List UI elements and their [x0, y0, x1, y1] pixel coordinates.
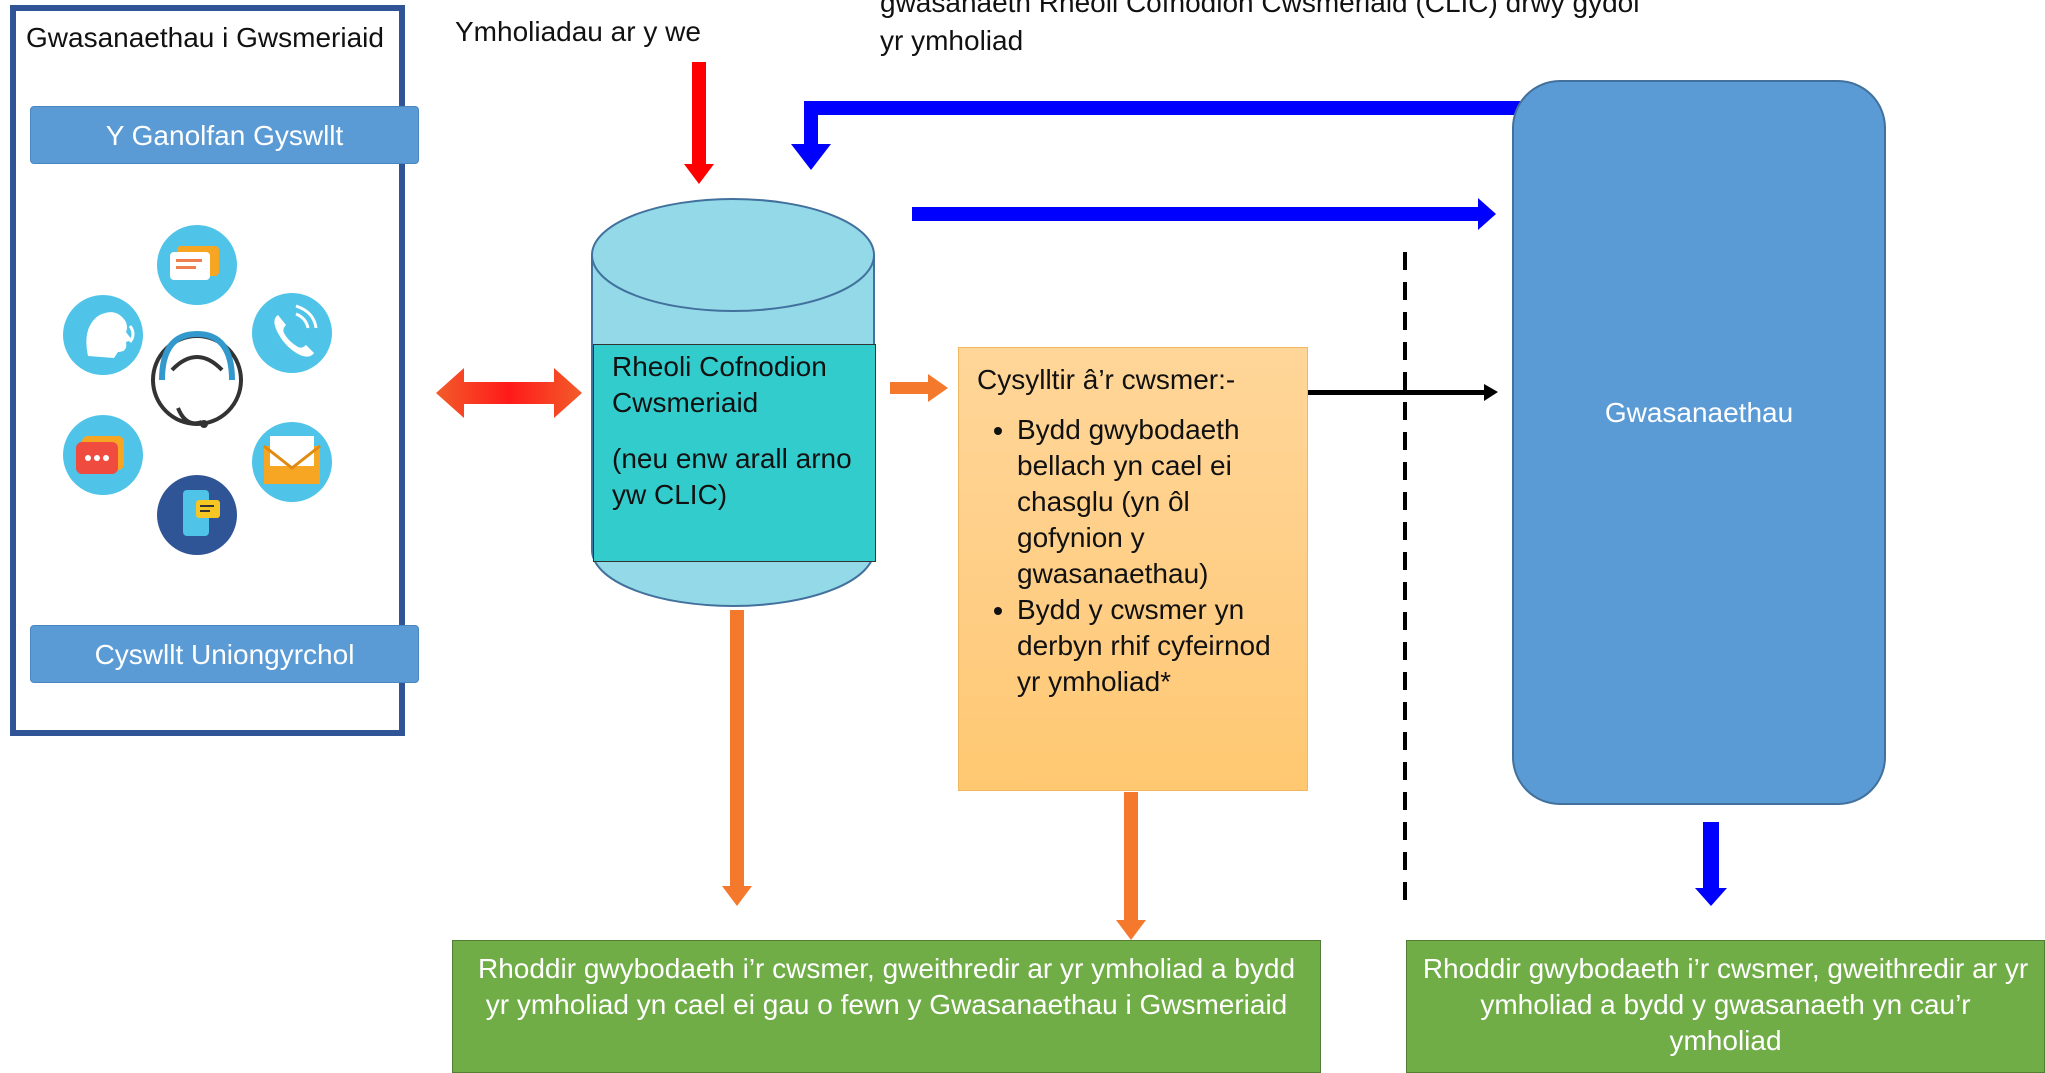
contact-to-outcome-arrow: [1116, 792, 1146, 940]
services-box: Gwasanaethau: [1512, 80, 1886, 805]
sms-icon: [63, 415, 143, 495]
contact-centre-bar: Y Ganolfan Gyswllt: [30, 106, 419, 164]
crm-to-services-arrow: [912, 198, 1496, 230]
customer-services-title: Gwasanaethau i Gwsmeriaid: [26, 22, 384, 53]
customer-services-panel: Y Ganolfan Gyswllt Cyswllt Uniongyrchol: [10, 5, 419, 736]
contact-bullet: Bydd y cwsmer yn derbyn rhif cyfeirnod y…: [1017, 592, 1289, 700]
email-icon: [252, 422, 332, 502]
customer-contact-box: Cysylltir â’r cwsmer:- Bydd gwybodaeth b…: [958, 347, 1308, 791]
mobile-message-icon: [157, 475, 237, 555]
crm-to-outcome-arrow: [722, 610, 752, 906]
contact-bullet: Bydd gwybodaeth bellach yn cael ei chasg…: [1017, 412, 1289, 592]
crm-to-contact-arrow: [890, 374, 948, 402]
contact-heading: Cysylltir â’r cwsmer:-: [977, 364, 1236, 395]
speaking-head-icon: [63, 295, 143, 375]
clic-note: gwasanaeth Rheoli Cofnodion Cwsmeriaid (…: [880, 0, 1640, 56]
services-to-crm-arrow: [791, 101, 1525, 170]
crm-title: Rheoli Cofnodion Cwsmeriaid: [612, 351, 827, 418]
headset-agent-icon: [151, 330, 243, 428]
services-to-outcome-arrow: [1695, 822, 1727, 906]
two-way-arrow: [436, 368, 582, 418]
contact-bullet-list: Bydd gwybodaeth bellach yn cael ei chasg…: [977, 412, 1289, 700]
crm-box: Rheoli Cofnodion Cwsmeriaid (neu enw ara…: [593, 344, 876, 562]
crm-subtitle: (neu enw arall arno yw CLIC): [612, 443, 852, 510]
web-enquiries-label: Ymholiadau ar y we: [455, 16, 701, 47]
customer-services-outcome: Rhoddir gwybodaeth i’r cwsmer, gweithred…: [452, 940, 1321, 1073]
contact-to-services-arrow: [1308, 384, 1498, 401]
services-label: Gwasanaethau: [1604, 397, 1794, 428]
phone-icon: [252, 293, 332, 373]
contact-icons-cluster: [63, 225, 332, 555]
chat-bubble-icon: [157, 225, 237, 305]
service-outcome: Rhoddir gwybodaeth i’r cwsmer, gweithred…: [1406, 940, 2045, 1073]
web-enquiry-arrow: [684, 62, 714, 184]
direct-contact-bar: Cyswllt Uniongyrchol: [30, 625, 419, 683]
